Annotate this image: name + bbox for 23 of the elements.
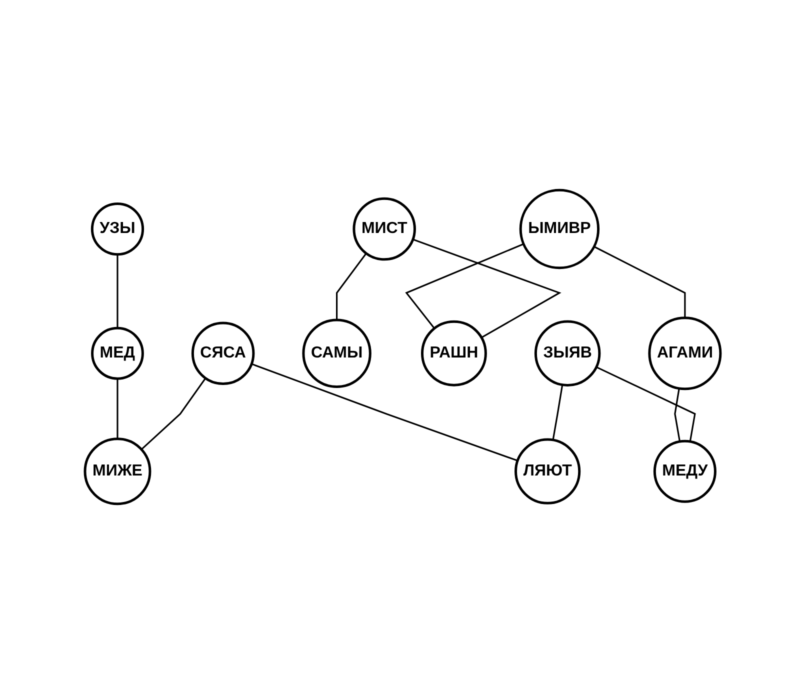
connector xyxy=(252,362,518,461)
node-circle: МЕД xyxy=(91,326,144,380)
node-circle: АГАМИ xyxy=(648,316,722,390)
connector xyxy=(116,378,119,438)
connector xyxy=(412,238,562,338)
node-circle: МИЖЕ xyxy=(84,437,152,505)
node-circle: САМЫ xyxy=(302,318,372,388)
node-circle: РАШН xyxy=(421,320,488,386)
connector xyxy=(674,388,681,442)
connector xyxy=(594,245,686,318)
connector xyxy=(596,366,696,442)
connector xyxy=(552,384,564,440)
node-circle: МЕДУ xyxy=(654,439,717,502)
connector xyxy=(141,377,206,450)
node-circle: МИСТ xyxy=(353,196,416,260)
node-circle: ЫМИВР xyxy=(520,188,600,269)
node-circle: ЛЯЮТ xyxy=(514,438,581,504)
connector xyxy=(336,252,368,320)
node-circle: СЯСА xyxy=(192,321,255,384)
connector xyxy=(116,254,119,328)
node-circle: УЗЫ xyxy=(91,202,144,256)
connector xyxy=(405,242,524,328)
node-circle: ЗЫЯВ xyxy=(534,320,601,386)
